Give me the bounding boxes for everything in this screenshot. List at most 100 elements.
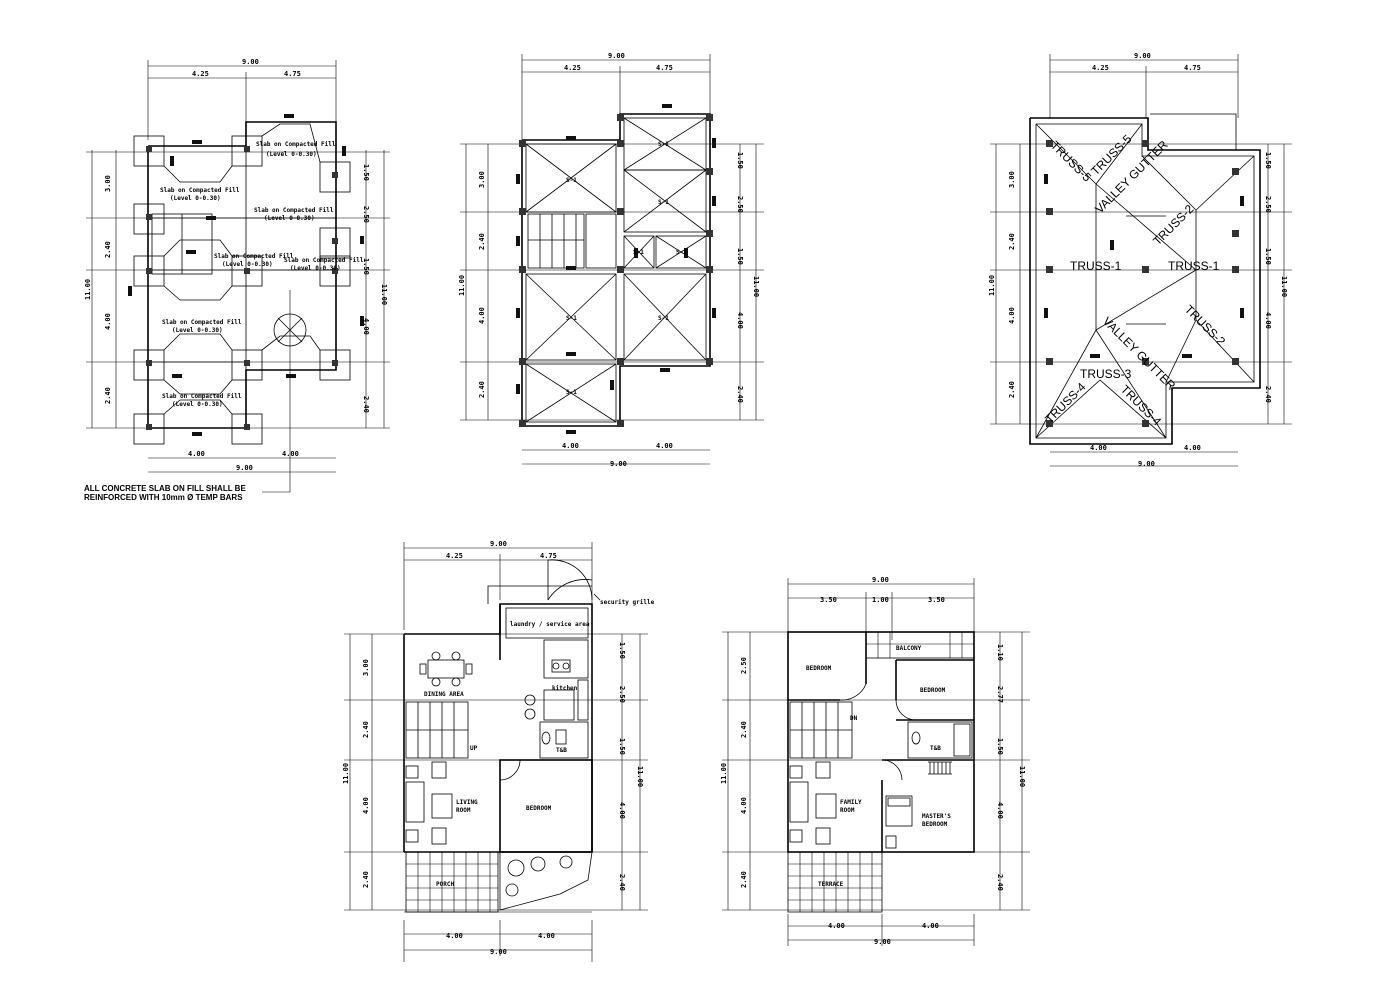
fr-dim-bottom-2: 4.00 xyxy=(656,442,673,450)
gf-dim-right-total: 11.00 xyxy=(636,766,644,787)
sf-dim-left-1: 2.50 xyxy=(740,657,748,674)
sf-balcony-tiles xyxy=(866,632,974,658)
gf-dim-right-1: 1.50 xyxy=(618,642,626,659)
fp-slab-1: Slab on Compacted Fill xyxy=(160,187,240,194)
sf-terrace-label: TERRACE xyxy=(818,881,844,888)
rf-dim-bottom-1: 4.00 xyxy=(1090,444,1107,452)
sf-dim-right-5: 2.40 xyxy=(996,874,1004,891)
fp-dim-bottom-2: 4.00 xyxy=(282,450,299,458)
fp-dim-bottom-1: 4.00 xyxy=(188,450,205,458)
rf-dim-left-3: 4.00 xyxy=(1008,307,1016,324)
fr-dim-left-1: 3.00 xyxy=(478,171,486,188)
fp-dim-left-4: 2.40 xyxy=(104,387,112,404)
fr-slab-tag-7: S-1 xyxy=(658,315,669,322)
sf-tb-label: T&B xyxy=(930,745,941,752)
rf-valley-gutter-1: VALLEY GUTTER xyxy=(1092,137,1171,216)
gf-dim-bottom-1: 4.00 xyxy=(446,932,463,940)
fr-slab-tag-5: S-1 xyxy=(676,249,687,256)
fp-slab-7: Slab on Compacted Fill xyxy=(162,393,242,400)
rf-truss-4a: TRUSS-4 xyxy=(1042,380,1088,426)
fp-dim-top-1: 4.25 xyxy=(192,70,209,78)
fr-dim-top-1: 4.25 xyxy=(564,64,581,72)
gf-stair-up-label: UP xyxy=(470,745,478,752)
sf-dim-top-1: 3.50 xyxy=(820,596,837,604)
gf-dim-right-4: 4.00 xyxy=(618,802,626,819)
rf-dim-right-4: 4.00 xyxy=(1264,312,1272,329)
fp-dim-top-total: 9.00 xyxy=(242,58,259,66)
fr-dim-left-3: 4.00 xyxy=(478,307,486,324)
fr-dim-right-3: 1.50 xyxy=(736,248,744,265)
rf-dim-top-2: 4.75 xyxy=(1184,64,1201,72)
fr-dim-right-1: 1.50 xyxy=(736,152,744,169)
fp-slab-7-level: (Level 0-0.30) xyxy=(172,401,223,408)
fp-slab-4-level: (Level 0-0.30) xyxy=(222,261,273,268)
fp-note-line2: REINFORCED WITH 10mm Ø TEMP BARS xyxy=(84,493,243,502)
fr-slab-tag-8: S-1 xyxy=(566,389,577,396)
sf-terrace-tiles xyxy=(788,852,882,912)
sf-dim-right-4: 4.00 xyxy=(996,802,1004,819)
sf-dim-right-2: 2.77 xyxy=(996,686,1004,703)
sf-dim-left-4: 2.40 xyxy=(740,871,748,888)
sf-master-label-2: BEDROOM xyxy=(922,821,948,828)
fp-slab-6: Slab on Compacted Fill xyxy=(162,319,242,326)
gf-dim-bottom-total: 9.00 xyxy=(490,948,507,956)
framing-plan: 9.00 4.25 4.75 4.00 4.00 9.00 11.00 3.00… xyxy=(458,52,764,468)
gf-dim-top-1: 4.25 xyxy=(446,552,463,560)
fr-dim-left-total: 11.00 xyxy=(458,275,466,296)
rf-truss-5a: TRUSS-5 xyxy=(1048,138,1094,184)
gf-bedroom-label: BEDROOM xyxy=(526,805,552,812)
gf-dim-top-total: 9.00 xyxy=(490,540,507,548)
gf-porch-tiles xyxy=(406,852,498,912)
fr-dim-top-2: 4.75 xyxy=(656,64,673,72)
sf-dim-left-2: 2.40 xyxy=(740,721,748,738)
fr-dim-right-4: 4.00 xyxy=(736,312,744,329)
rf-dim-top-1: 4.25 xyxy=(1092,64,1109,72)
gf-dim-top-2: 4.75 xyxy=(540,552,557,560)
fp-dim-left-2: 2.40 xyxy=(104,241,112,258)
rf-truss-2b: TRUSS-2 xyxy=(1182,302,1228,348)
second-floor-plan: 9.00 3.50 1.00 3.50 4.00 4.00 9.00 11.00… xyxy=(720,576,1030,946)
fr-dim-right-5: 2.40 xyxy=(736,386,744,403)
fp-slab-2: Slab on Compacted Fill xyxy=(256,141,336,148)
sf-dim-bottom-1: 4.00 xyxy=(828,922,845,930)
sf-dim-right-3: 1.50 xyxy=(996,738,1004,755)
rf-truss-1b: TRUSS-1 xyxy=(1168,259,1220,273)
rf-dim-right-total: 11.00 xyxy=(1280,276,1288,297)
sf-dim-right-1: 1.10 xyxy=(996,644,1004,661)
rf-dim-left-total: 11.00 xyxy=(988,275,996,296)
sf-dim-right-total: 11.00 xyxy=(1018,766,1026,787)
fr-dim-bottom-total: 9.00 xyxy=(610,460,627,468)
gf-kitchen-label: kitchen xyxy=(552,685,578,692)
gf-dim-right-3: 1.50 xyxy=(618,738,626,755)
sf-stair-dn-label: DN xyxy=(850,715,858,722)
sf-bedroom2-label: BEDROOM xyxy=(920,687,946,694)
fp-dim-bottom-total: 9.00 xyxy=(236,464,253,472)
sf-dim-left-3: 4.00 xyxy=(740,797,748,814)
gf-dim-left-2: 2.40 xyxy=(362,721,370,738)
gf-dim-left-1: 3.00 xyxy=(362,659,370,676)
fr-dim-right-total: 11.00 xyxy=(752,276,760,297)
roof-plan: 9.00 4.25 4.75 4.00 4.00 9.00 11.00 3.00… xyxy=(988,52,1292,468)
fr-slab-tag-1: S-1 xyxy=(566,177,577,184)
fp-slab-4: Slab on Compacted Fill xyxy=(214,253,294,260)
gf-dim-right-2: 2.50 xyxy=(618,686,626,703)
gf-living-label-2: ROOM xyxy=(456,807,471,814)
rf-dim-top-total: 9.00 xyxy=(1134,52,1151,60)
fp-dim-right-total: 11.00 xyxy=(380,284,388,305)
fp-dim-left-3: 4.00 xyxy=(104,313,112,330)
gf-dim-bottom-2: 4.00 xyxy=(538,932,555,940)
fp-dim-right-2: 2.50 xyxy=(362,206,370,223)
rf-dim-bottom-2: 4.00 xyxy=(1184,444,1201,452)
rf-dim-left-4: 2.40 xyxy=(1008,381,1016,398)
fr-slab-tag-4: S-1 xyxy=(633,249,644,256)
fp-note-line1: ALL CONCRETE SLAB ON FILL SHALL BE xyxy=(84,484,246,493)
fp-slab-3: Slab on Compacted Fill xyxy=(254,207,334,214)
gf-living-label-1: LIVING xyxy=(456,799,478,806)
sf-family-label-1: FAMILY xyxy=(840,799,862,806)
sf-dim-top-3: 3.50 xyxy=(928,596,945,604)
rf-truss-2a: TRUSS-2 xyxy=(1150,202,1196,248)
fp-dim-top-2: 4.75 xyxy=(284,70,301,78)
rf-dim-right-2: 2.50 xyxy=(1264,196,1272,213)
ground-floor-plan: 9.00 4.25 4.75 4.00 4.00 9.00 11.00 3.00… xyxy=(342,540,655,962)
